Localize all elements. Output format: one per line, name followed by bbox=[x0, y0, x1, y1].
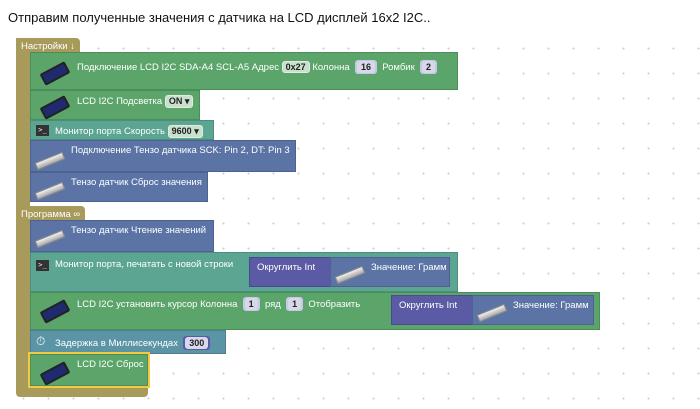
setup-spine bbox=[16, 38, 30, 208]
serial-speed-label: Монитор порта Скорость bbox=[55, 126, 166, 137]
lcd-icon bbox=[39, 361, 71, 386]
terminal-icon: >_ bbox=[36, 125, 49, 136]
round-int-label: Округлить Int bbox=[257, 262, 316, 273]
stopwatch-icon: ⏱ bbox=[36, 334, 46, 348]
delay-input[interactable]: 300 bbox=[185, 337, 209, 349]
tenzo-connect-label: Подключение Тензо датчика SCK: Pin 2, DT… bbox=[71, 145, 290, 156]
lcd-col-input[interactable]: 16 bbox=[356, 61, 375, 73]
round-int-block[interactable]: Округлить Int Значение: Грамм bbox=[249, 257, 450, 287]
cursor-col-input[interactable]: 1 bbox=[244, 298, 258, 310]
lcd-icon bbox=[39, 61, 71, 86]
lcd-row-input[interactable]: 2 bbox=[422, 61, 436, 73]
tenzo-read-label: Тензо датчик Чтение значений bbox=[71, 225, 207, 236]
serial-speed-block[interactable]: >_ Монитор порта Скорость 9600 ▾ bbox=[30, 120, 214, 140]
lcd-row-label: Ромбик bbox=[382, 62, 415, 73]
lcd-address-dropdown[interactable]: 0x27 bbox=[281, 61, 310, 73]
load-cell-icon bbox=[34, 151, 66, 171]
delay-block[interactable]: ⏱ Задержка в Миллисекундах 300 bbox=[30, 330, 226, 354]
lcd-cursor-label: LCD I2C установить курсор Колонна bbox=[77, 299, 238, 310]
tenzo-connect-block[interactable]: Подключение Тензо датчика SCK: Pin 2, DT… bbox=[30, 140, 296, 172]
terminal-icon: >_ bbox=[36, 260, 49, 271]
lcd-backlight-block[interactable]: LCD I2C Подсветка ON ▾ bbox=[30, 90, 200, 120]
loop-block[interactable]: Программа ∞ bbox=[16, 206, 86, 223]
blockly-workspace[interactable]: Настройки ↓ Подключение LCD I2C SDA-A4 S… bbox=[0, 30, 700, 409]
lcd-clear-label: LCD I2C Сброс bbox=[77, 359, 144, 370]
load-cell-icon bbox=[34, 181, 66, 201]
lcd-cursor-block[interactable]: LCD I2C установить курсор Колонна 1 ряд … bbox=[30, 292, 600, 330]
load-cell-icon bbox=[34, 229, 66, 249]
serial-println-label: Монитор порта, печатать с новой строки bbox=[55, 259, 234, 270]
lcd-icon bbox=[39, 95, 71, 120]
lcd-icon bbox=[39, 299, 71, 324]
setup-block[interactable]: Настройки ↓ bbox=[16, 38, 80, 55]
tenzo-read-block[interactable]: Тензо датчик Чтение значений bbox=[30, 220, 214, 252]
loop-spine bbox=[16, 206, 30, 396]
lcd-clear-block[interactable]: LCD I2C Сброс bbox=[28, 352, 150, 388]
tenzo-reset-block[interactable]: Тензо датчик Сброс значения bbox=[30, 172, 208, 202]
load-cell-icon bbox=[334, 265, 366, 285]
display-label: Отобразить bbox=[308, 299, 361, 310]
weight-value-block[interactable]: Значение: Грамм bbox=[330, 257, 450, 287]
baud-rate-dropdown[interactable]: 9600 ▾ bbox=[167, 125, 203, 138]
lcd-connect-block[interactable]: Подключение LCD I2C SDA-A4 SCL-A5 Адрес … bbox=[30, 52, 458, 90]
load-cell-icon bbox=[476, 303, 508, 323]
weight-value-label: Значение: Грамм bbox=[513, 300, 589, 311]
round-int-block[interactable]: Округлить Int Значение: Грамм bbox=[391, 295, 594, 325]
serial-println-block[interactable]: >_ Монитор порта, печатать с новой строк… bbox=[30, 252, 458, 292]
loop-foot bbox=[16, 388, 148, 397]
backlight-dropdown[interactable]: ON ▾ bbox=[164, 95, 194, 108]
round-int-label: Округлить Int bbox=[399, 300, 458, 311]
cursor-row-label: ряд bbox=[264, 299, 281, 310]
lcd-col-label: Колонна bbox=[312, 62, 350, 73]
delay-label: Задержка в Миллисекундах bbox=[55, 338, 178, 349]
weight-value-label: Значение: Грамм bbox=[371, 262, 447, 273]
lcd-connect-label: Подключение LCD I2C SDA-A4 SCL-A5 Адрес bbox=[77, 62, 280, 73]
weight-value-block[interactable]: Значение: Грамм bbox=[472, 295, 594, 325]
lcd-backlight-label: LCD I2C Подсветка bbox=[77, 96, 163, 107]
page-caption: Отправим полученные значения с датчика н… bbox=[8, 10, 431, 25]
tenzo-reset-label: Тензо датчик Сброс значения bbox=[71, 177, 202, 188]
cursor-row-input[interactable]: 1 bbox=[288, 298, 302, 310]
